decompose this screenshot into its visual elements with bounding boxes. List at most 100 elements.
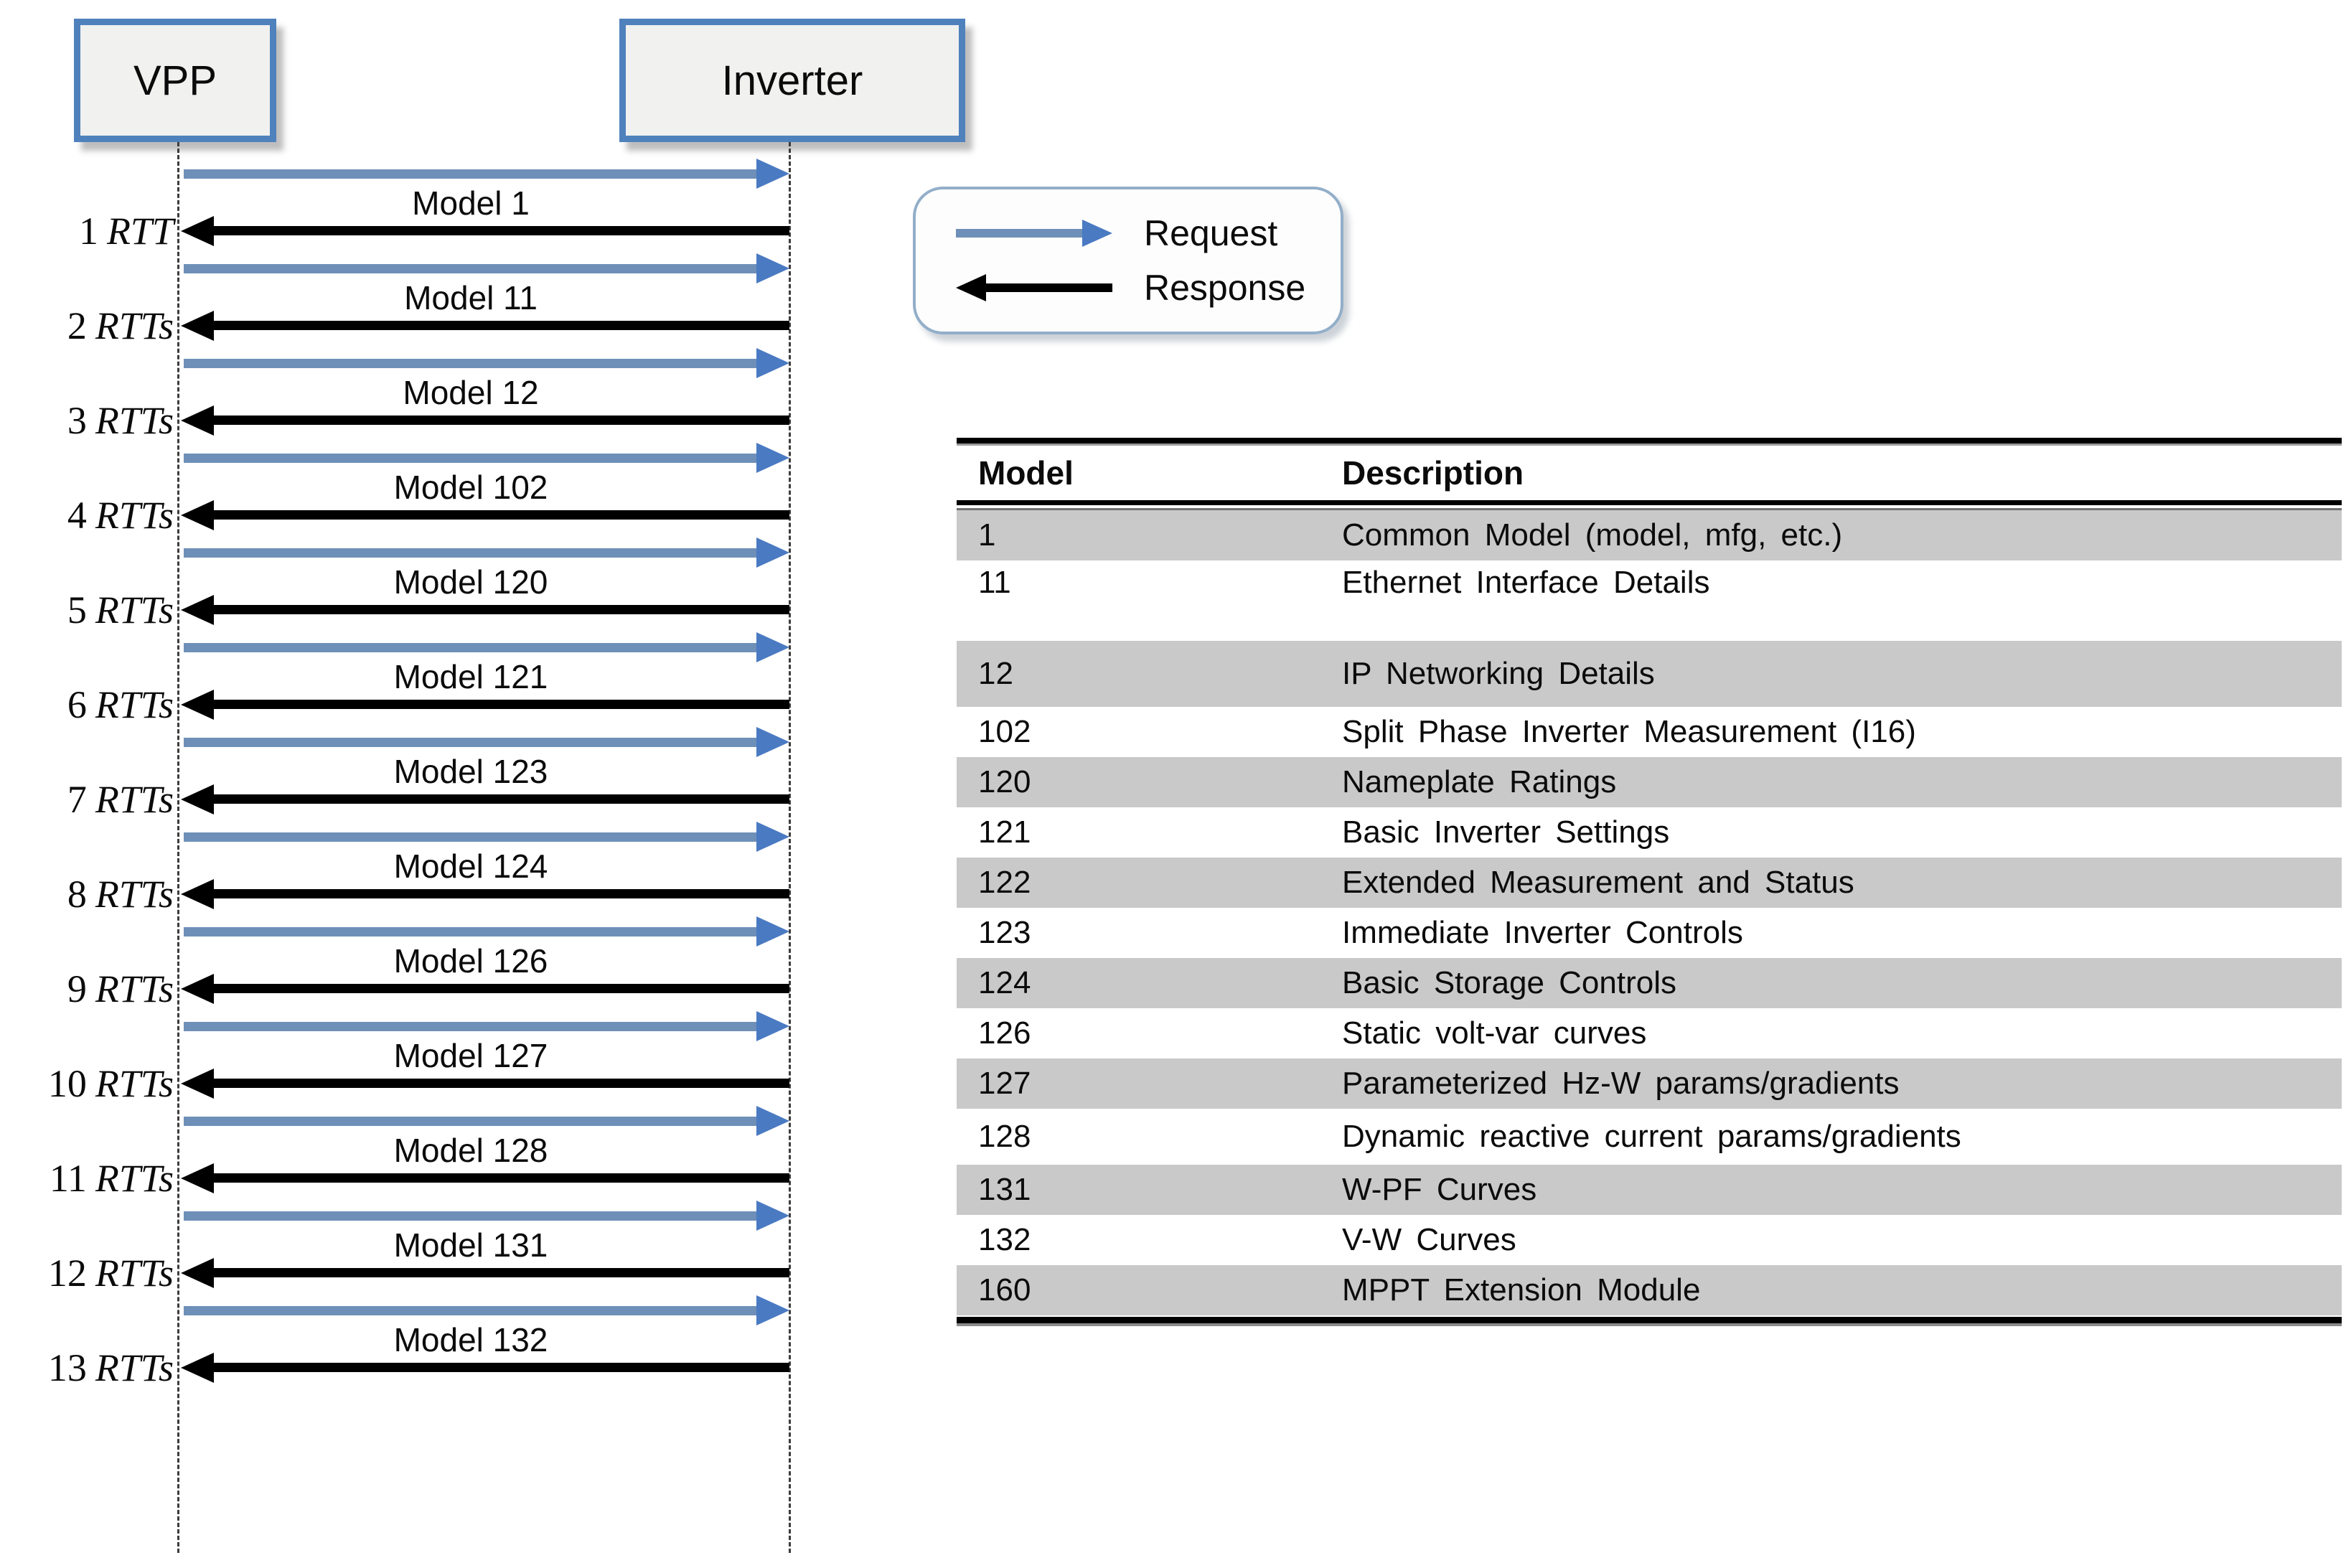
rtt-count: 9 <box>67 967 87 1010</box>
message-exchange: Model 11 2 RTTs <box>0 253 832 347</box>
rtt-unit: RTTs <box>95 304 174 347</box>
actor-label-vpp: VPP <box>133 57 217 104</box>
response-arrowhead-icon <box>181 1258 214 1288</box>
table-row: 12 IP Networking Details <box>957 641 2342 707</box>
rtt-count: 5 <box>67 588 87 632</box>
message-exchange: Model 127 10 RTTs <box>0 1011 832 1105</box>
table-row: 124 Basic Storage Controls <box>957 958 2342 1008</box>
request-arrow-shaft <box>184 1022 758 1031</box>
sequence-exchanges: Model 1 1 RTT Model 11 2 RTTs Model 12 3… <box>0 0 832 1568</box>
table-cell-model: 126 <box>978 1015 1031 1051</box>
table-cell-model: 1 <box>978 517 996 553</box>
request-arrowhead-icon <box>1082 220 1112 247</box>
table-row: 121 Basic Inverter Settings <box>957 807 2342 858</box>
response-arrowhead-icon <box>181 879 214 909</box>
table-row: 1 Common Model (model, mfg, etc.) <box>957 510 2342 560</box>
table-cell-description: Parameterized Hz-W params/gradients <box>1342 1066 1900 1101</box>
rtt-label: 7 RTTs <box>0 778 174 821</box>
response-arrowhead-icon <box>181 1069 214 1099</box>
rtt-count: 2 <box>67 304 87 347</box>
rtt-label: 4 RTTs <box>0 494 174 537</box>
table-cell-description: Static volt-var curves <box>1342 1015 1647 1051</box>
response-arrow-shaft <box>211 226 789 235</box>
rtt-label: 13 RTTs <box>0 1346 174 1389</box>
rtt-unit: RTTs <box>95 1252 174 1295</box>
response-arrowhead-icon <box>181 311 214 341</box>
actor-box-inverter: Inverter <box>619 19 965 142</box>
response-arrow-shaft <box>211 794 789 804</box>
response-arrowhead-icon <box>181 595 214 625</box>
message-model-label: Model 126 <box>393 942 548 980</box>
model-description-table: Model Description 1 Common Model (model,… <box>957 438 2342 1326</box>
rtt-unit: RTTs <box>95 399 174 442</box>
table-cell-description: Dynamic reactive current params/gradient… <box>1342 1119 1961 1154</box>
request-arrow-shaft <box>184 1211 758 1221</box>
request-arrow-shaft <box>184 643 758 652</box>
response-arrow-shaft <box>211 984 789 993</box>
rtt-count: 10 <box>47 1062 87 1105</box>
response-arrowhead-icon <box>181 216 214 246</box>
response-arrow-shaft <box>985 283 1112 292</box>
actor-box-vpp: VPP <box>74 19 276 142</box>
message-exchange: Model 126 9 RTTs <box>0 916 832 1010</box>
message-model-label: Model 128 <box>393 1132 548 1169</box>
legend-row-response: Response <box>916 268 1341 308</box>
rtt-label: 11 RTTs <box>0 1157 174 1200</box>
table-cell-description: MPPT Extension Module <box>1342 1272 1701 1308</box>
request-arrow-shaft <box>184 359 758 368</box>
response-arrow-shaft <box>211 321 789 330</box>
table-cell-description: Split Phase Inverter Measurement (I16) <box>1342 714 1916 749</box>
message-model-label: Model 131 <box>393 1226 548 1264</box>
rtt-count: 1 <box>78 210 98 253</box>
request-arrowhead-icon <box>756 1106 789 1136</box>
response-arrow-shaft <box>211 510 789 520</box>
response-arrowhead-icon <box>181 405 214 436</box>
response-arrow-shaft <box>211 416 789 425</box>
request-arrow-shaft <box>184 548 758 558</box>
request-arrowhead-icon <box>756 159 789 189</box>
message-model-label: Model 11 <box>404 279 538 316</box>
table-cell-description: Extended Measurement and Status <box>1342 865 1854 900</box>
table-row: 132 V-W Curves <box>957 1215 2342 1265</box>
table-cell-model: 124 <box>978 965 1031 1000</box>
table-cell-model: 128 <box>978 1119 1031 1154</box>
table-cell-model: 121 <box>978 814 1031 850</box>
response-arrow-shaft <box>211 1268 789 1277</box>
rtt-label: 5 RTTs <box>0 588 174 632</box>
table-body: 1 Common Model (model, mfg, etc.) 11 Eth… <box>957 510 2342 1315</box>
request-arrowhead-icon <box>756 1201 789 1231</box>
rtt-unit: RTTs <box>95 873 174 916</box>
table-cell-model: 120 <box>978 764 1031 799</box>
table-row: 160 MPPT Extension Module <box>957 1265 2342 1315</box>
table-top-border <box>957 438 2342 446</box>
lifeline-inverter <box>789 142 791 1553</box>
request-arrow-shaft <box>956 229 1084 238</box>
table-row: 102 Split Phase Inverter Measurement (I1… <box>957 707 2342 757</box>
response-arrow-shaft <box>211 1173 789 1183</box>
table-cell-model: 132 <box>978 1222 1031 1257</box>
legend-request-label: Request <box>1144 213 1278 253</box>
response-arrowhead-icon <box>181 690 214 720</box>
request-arrowhead-icon <box>756 822 789 852</box>
message-exchange: Model 120 5 RTTs <box>0 537 832 632</box>
rtt-unit: RTTs <box>95 1062 174 1105</box>
response-arrowhead-icon <box>181 1353 214 1383</box>
message-model-label: Model 120 <box>393 563 548 601</box>
rtt-label: 8 RTTs <box>0 873 174 916</box>
request-arrow-shaft <box>184 454 758 463</box>
table-cell-description: W-PF Curves <box>1342 1172 1537 1207</box>
table-cell-model: 131 <box>978 1172 1031 1207</box>
message-model-label: Model 123 <box>393 753 548 790</box>
request-arrowhead-icon <box>756 1295 789 1325</box>
message-model-label: Model 132 <box>393 1321 548 1358</box>
message-exchange: Model 131 12 RTTs <box>0 1201 832 1295</box>
rtt-label: 12 RTTs <box>0 1252 174 1295</box>
rtt-count: 6 <box>67 683 87 726</box>
rtt-count: 7 <box>67 778 87 821</box>
message-exchange: Model 132 13 RTTs <box>0 1295 832 1389</box>
message-model-label: Model 121 <box>393 658 548 695</box>
message-model-label: Model 102 <box>393 469 548 506</box>
table-cell-description: Common Model (model, mfg, etc.) <box>1342 517 1843 553</box>
table-cell-description: Nameplate Ratings <box>1342 764 1617 799</box>
rtt-unit: RTTs <box>95 588 174 632</box>
